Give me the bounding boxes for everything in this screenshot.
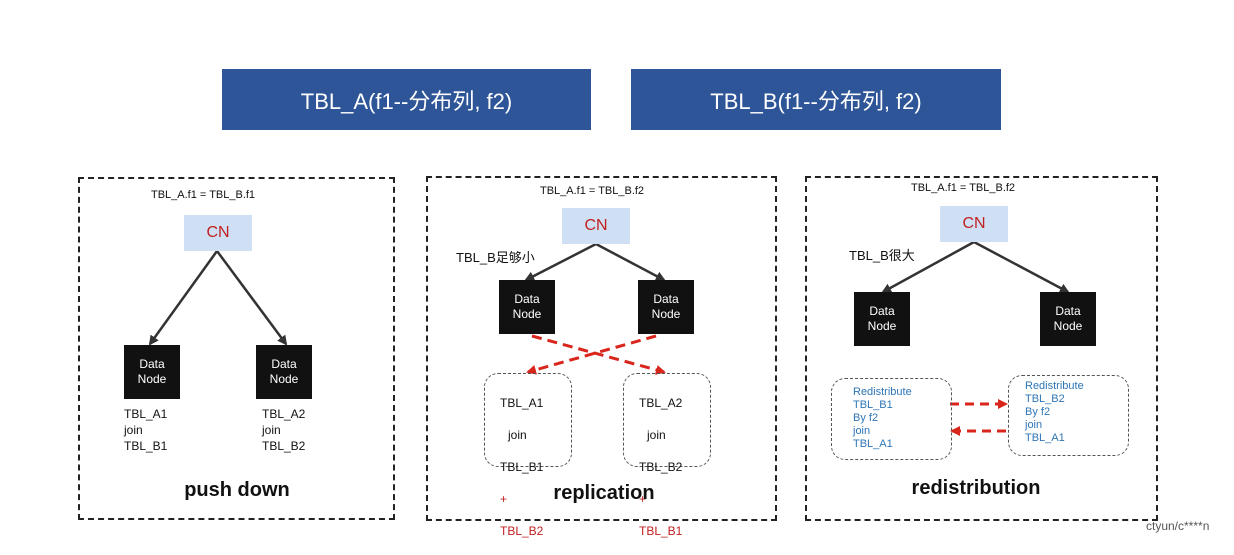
redistribution-left-text: Redistribute TBL_B1 By f2 join TBL_A1	[853, 386, 912, 450]
replication-left-l4: +	[500, 492, 508, 506]
replication-right-l4: +	[639, 492, 647, 506]
replication-note: TBL_B足够小	[456, 250, 535, 265]
redistribution-edge-left	[881, 240, 975, 294]
redistribution-edge-right	[973, 240, 1070, 294]
table-b-header: TBL_B(f1--分布列, f2)	[631, 69, 1001, 130]
redistribution-right-box	[1008, 375, 1129, 456]
redistribution-right-text: Redistribute TBL_B2 By f2 join TBL_A1	[1025, 380, 1084, 444]
redistribution-note: TBL_B很大	[849, 248, 915, 263]
push-down-title: push down	[184, 479, 290, 501]
push-down-data-node-right: Data Node	[256, 345, 312, 399]
replication-left-l2: join	[508, 428, 527, 442]
replication-edge-left	[524, 242, 597, 282]
redistribution-cn-node: CN	[940, 206, 1008, 242]
connector-lines	[148, 240, 1070, 436]
redistribution-left-box	[831, 378, 952, 460]
push-down-left-result: TBL_A1 join TBL_B1	[124, 407, 168, 453]
push-down-cn-node: CN	[184, 215, 252, 251]
replication-left-list: TBL_A1 join TBL_B1 + TBL_B2	[500, 379, 543, 555]
table-a-header: TBL_A(f1--分布列, f2)	[222, 69, 591, 130]
redistribution-panel	[805, 176, 1158, 521]
push-down-condition: TBL_A.f1 = TBL_B.f1	[151, 189, 256, 201]
redistribution-data-node-right: Data Node	[1040, 292, 1096, 346]
push-down-right-result: TBL_A2 join TBL_B2	[262, 407, 306, 453]
push-down-data-node-left: Data Node	[124, 345, 180, 399]
redistribution-data-node-left: Data Node	[854, 292, 910, 346]
replication-condition: TBL_A.f1 = TBL_B.f2	[540, 185, 645, 197]
replication-right-list: TBL_A2 join TBL_B2 + TBL_B1	[639, 379, 682, 555]
replication-right-l3: TBL_B2	[639, 460, 683, 474]
replication-right-l1: TBL_A2	[639, 396, 683, 410]
replication-cross-left	[526, 334, 657, 375]
replication-right-l2: join	[647, 428, 666, 442]
replication-left-l5: TBL_B2	[500, 524, 544, 538]
replication-data-node-right: Data Node	[638, 280, 694, 334]
watermark: ctyun/c****n	[1146, 519, 1210, 533]
replication-edge-right	[595, 242, 666, 282]
replication-panel	[426, 176, 777, 521]
replication-cn-node: CN	[562, 208, 630, 244]
replication-left-l3: TBL_B1	[500, 460, 544, 474]
push-down-edge-left	[148, 250, 219, 346]
replication-cross-right	[531, 334, 666, 375]
replication-left-l1: TBL_A1	[500, 396, 544, 410]
replication-left-box	[484, 373, 572, 467]
replication-right-box	[623, 373, 711, 467]
redistribution-title: redistribution	[911, 477, 1041, 499]
push-down-panel	[78, 177, 395, 520]
replication-data-node-left: Data Node	[499, 280, 555, 334]
redistribution-condition: TBL_A.f1 = TBL_B.f2	[911, 182, 1016, 194]
replication-right-l5: TBL_B1	[639, 524, 683, 538]
replication-title: replication	[553, 482, 655, 504]
push-down-edge-right	[215, 250, 288, 346]
